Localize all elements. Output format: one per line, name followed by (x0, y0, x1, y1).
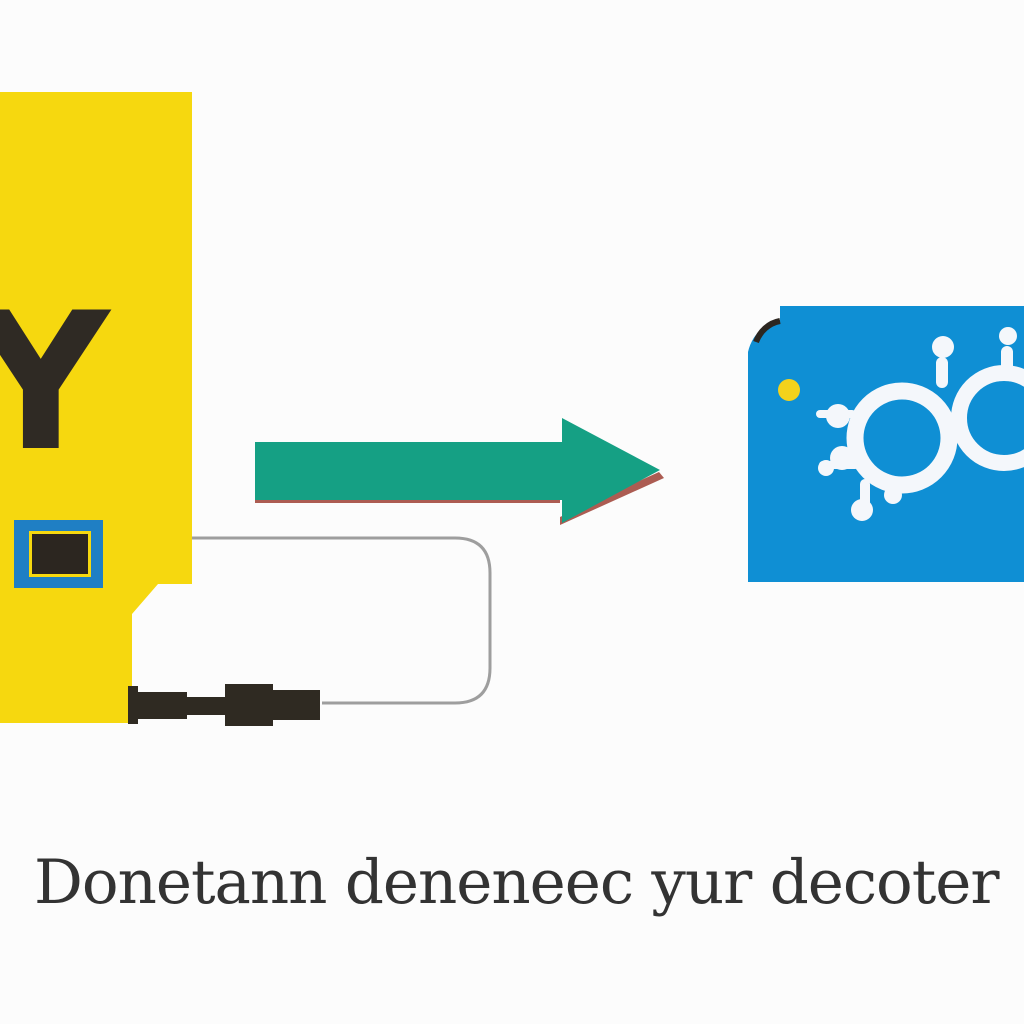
status-dot-icon (778, 379, 800, 401)
gear-spoke-bottom (860, 479, 870, 509)
cable-line (192, 536, 492, 705)
source-device-letter: Y (0, 272, 112, 493)
gear-dot-bottom-right (884, 486, 902, 504)
cable-plug-grip (225, 684, 273, 726)
gear-spoke-top (936, 357, 948, 388)
gear-ring-left (846, 382, 958, 494)
arrow-right-icon (255, 418, 664, 525)
diagram-caption: Donetann deneneec yur decoter (34, 847, 1000, 918)
cable-plug-base (128, 686, 138, 724)
cable-plug-end (271, 690, 320, 720)
target-device (748, 306, 1024, 582)
target-corner-edge (753, 318, 781, 344)
source-port-hole (32, 534, 88, 574)
cable-plug-icon (128, 684, 320, 726)
target-device-body (748, 306, 1024, 582)
gear-spoke-left (816, 410, 856, 418)
gear-spoke-top-right (1001, 346, 1013, 374)
cable-plug-sleeve (137, 692, 187, 719)
target-corner-cut (748, 306, 780, 352)
gear-dot-top (932, 336, 954, 358)
source-port-icon (14, 520, 103, 588)
gears-icon (816, 327, 1024, 521)
cable-plug-neck (186, 697, 226, 715)
gear-dot-top-right (999, 327, 1017, 345)
gear-spoke-lower-left (819, 461, 859, 469)
arrow-shape (255, 418, 660, 523)
